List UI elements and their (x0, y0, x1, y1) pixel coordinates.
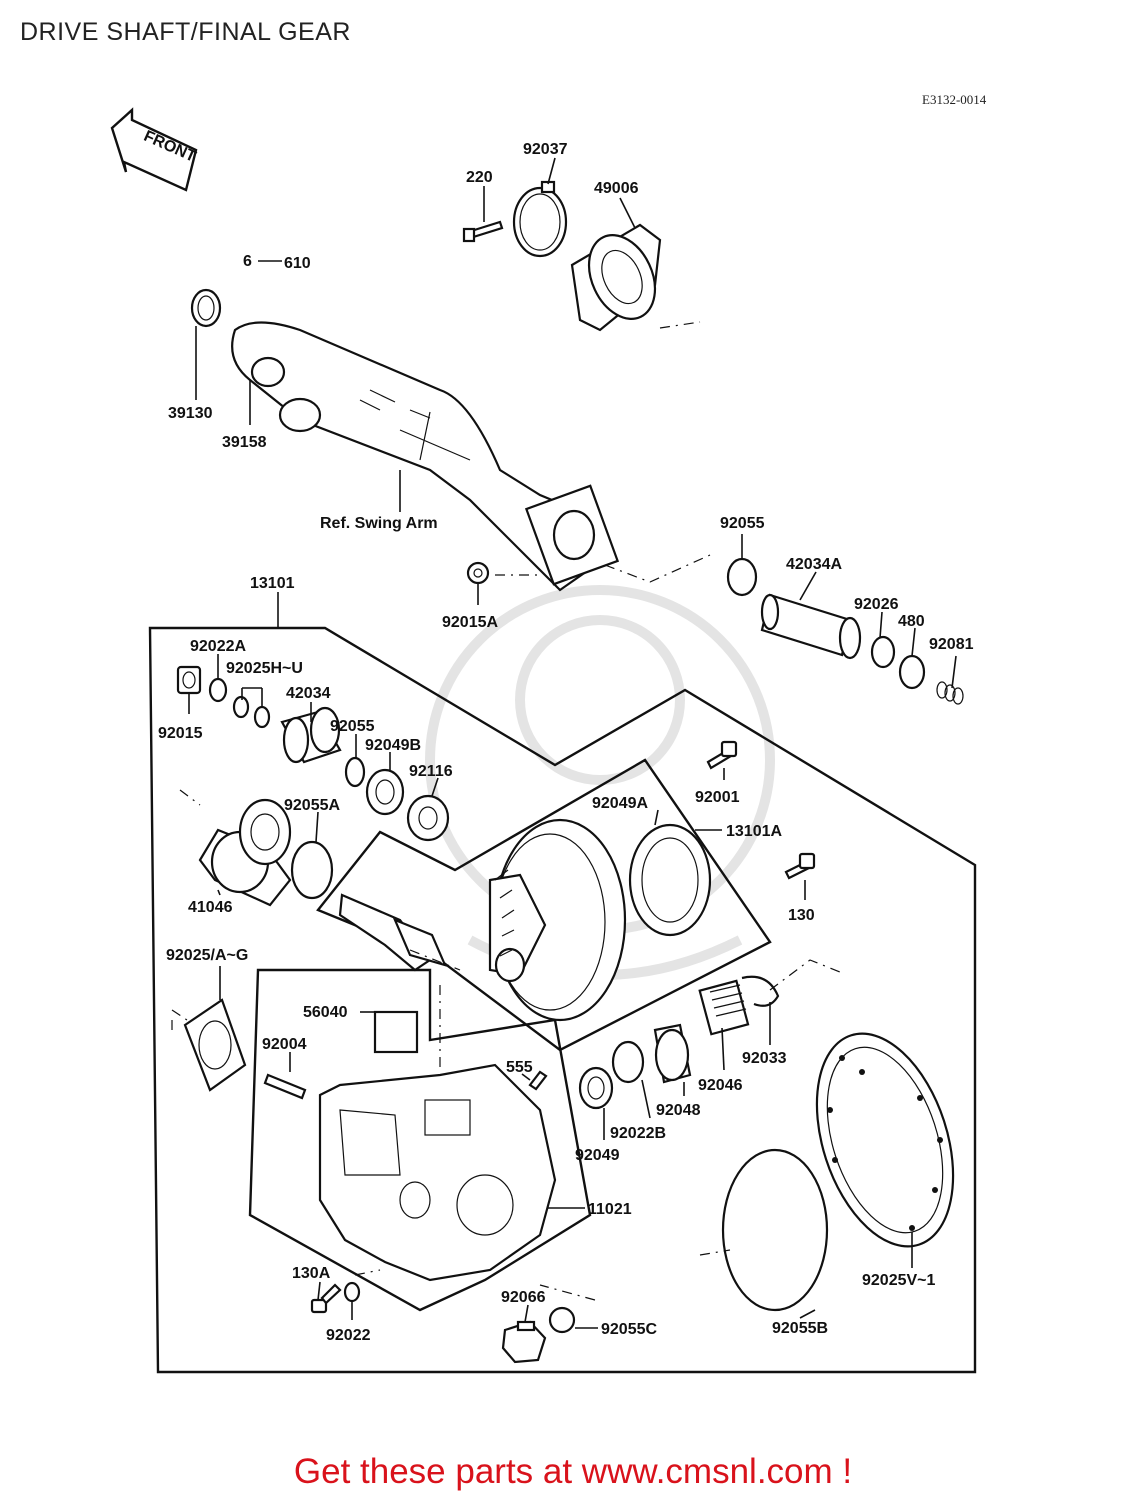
part-label-92049: 92049 (575, 1147, 620, 1164)
part-92055-oring-top (726, 557, 758, 597)
page-title: DRIVE SHAFT/FINAL GEAR (20, 18, 351, 46)
part-label-92025AG: 92025/A~G (166, 947, 248, 964)
part-label-92081: 92081 (929, 636, 974, 653)
part-92025AG-gasket (183, 998, 247, 1092)
part-92025HU-shim-1 (232, 695, 250, 719)
part-label-92015A: 92015A (442, 614, 498, 631)
part-label-480: 480 (898, 613, 925, 630)
part-92015-nut (176, 665, 202, 695)
part-42034-coupling (280, 706, 342, 764)
part-92055C-oring (548, 1306, 576, 1334)
part-label-92055-top: 92055 (720, 515, 765, 532)
part-label-11021: 11021 (588, 1201, 632, 1218)
part-92015A-nut (466, 561, 490, 585)
part-49006-boot (570, 223, 662, 332)
part-pinion-gear (338, 893, 447, 972)
part-92049-seal (578, 1066, 614, 1110)
part-92081-spring (936, 681, 964, 705)
part-label-92055-mid: 92055 (330, 718, 375, 735)
part-label-555: 555 (506, 1059, 533, 1076)
part-92026-washer (870, 635, 896, 669)
part-label-92025V1: 92025V~1 (862, 1272, 936, 1289)
part-39130-ring (190, 288, 222, 328)
part-label-220: 220 (466, 169, 493, 186)
part-label-92048: 92048 (656, 1102, 701, 1119)
part-92037-clamp (512, 180, 568, 258)
part-92022B-shim (611, 1040, 645, 1084)
reference-label-swing-arm: Ref. Swing Arm (320, 515, 438, 532)
part-label-92022B: 92022B (610, 1125, 666, 1142)
part-label-13101: 13101 (250, 575, 295, 592)
diagram-code: E3132-0014 (922, 92, 987, 107)
part-label-42034: 42034 (286, 685, 331, 702)
part-92022-washer (343, 1281, 361, 1303)
part-label-92033: 92033 (742, 1050, 787, 1067)
part-label-130A: 130A (292, 1265, 331, 1282)
part-56040-label (373, 1010, 419, 1054)
part-92025HU-shim-2 (253, 705, 271, 729)
part-92055A-oring (290, 840, 334, 900)
part-label-92004: 92004 (262, 1036, 307, 1053)
part-label-92022A: 92022A (190, 638, 246, 655)
part-92049A-seal (628, 823, 712, 937)
part-92033-circlip (741, 975, 780, 1007)
part-555-pin (528, 1070, 548, 1091)
part-label-92066: 92066 (501, 1289, 546, 1306)
part-92025V1-gasket (815, 1032, 955, 1248)
part-92049B-seal (365, 768, 405, 816)
part-41046-housing (198, 798, 292, 907)
part-label-92046: 92046 (698, 1077, 743, 1094)
part-92116-bearing (406, 794, 450, 842)
swing-arm-drawing (231, 321, 620, 592)
part-label-92049B: 92049B (365, 737, 421, 754)
front-arrow-icon: FRONT (110, 107, 199, 192)
part-label-42034A: 42034A (786, 556, 842, 573)
part-480-ring (898, 654, 926, 690)
assembly-frame-housing (248, 968, 592, 1312)
footer-parts-link[interactable]: Get these parts at www.cmsnl.com ! (293, 1452, 853, 1491)
part-130-bolt (784, 852, 816, 880)
part-42034A-sleeve (760, 593, 862, 660)
part-220-bolt (462, 220, 504, 243)
part-label-92116: 92116 (409, 763, 453, 780)
part-92055B-oring (721, 1148, 829, 1312)
part-label-130: 130 (788, 907, 815, 924)
part-92022A-washer (208, 677, 228, 703)
part-label-92015: 92015 (158, 725, 203, 742)
assembly-frame-13101 (148, 626, 977, 1374)
part-92004-stud (263, 1073, 307, 1100)
part-label-39130: 39130 (168, 405, 213, 422)
part-11021-gear-case (318, 1063, 557, 1282)
part-92048-collar (653, 1023, 692, 1084)
part-label-92049A: 92049A (592, 795, 648, 812)
leader-lines (188, 157, 957, 1329)
part-label-6: 6 (243, 253, 252, 270)
part-label-49006: 49006 (594, 180, 639, 197)
part-ring-gear (488, 818, 627, 1022)
assembly-frame-13101A (316, 758, 772, 1052)
part-label-39158: 39158 (222, 434, 267, 451)
part-label-56040: 56040 (303, 1004, 348, 1021)
part-number-labels: 92037 220 49006 6 610 39130 39158 Ref. S… (158, 141, 974, 1344)
part-label-92001: 92001 (695, 789, 740, 806)
part-label-41046: 41046 (188, 899, 233, 916)
part-92001-bolt (706, 740, 738, 770)
part-label-92055C: 92055C (601, 1321, 657, 1338)
part-92046-bearing (698, 979, 750, 1036)
part-label-92055B: 92055B (772, 1320, 828, 1337)
part-label-92037: 92037 (523, 141, 568, 158)
part-92055-oring-mid (344, 756, 366, 788)
part-label-610: 610 (284, 255, 311, 272)
part-label-92026: 92026 (854, 596, 899, 613)
exploded-parts-diagram: FRONT (110, 107, 977, 1374)
part-label-92022: 92022 (326, 1327, 371, 1344)
part-label-13101A: 13101A (726, 823, 782, 840)
part-label-92025HU: 92025H~U (226, 660, 303, 677)
part-92066-plug (501, 1320, 547, 1364)
part-130A-bolt (310, 1283, 342, 1314)
part-label-92055A: 92055A (284, 797, 340, 814)
